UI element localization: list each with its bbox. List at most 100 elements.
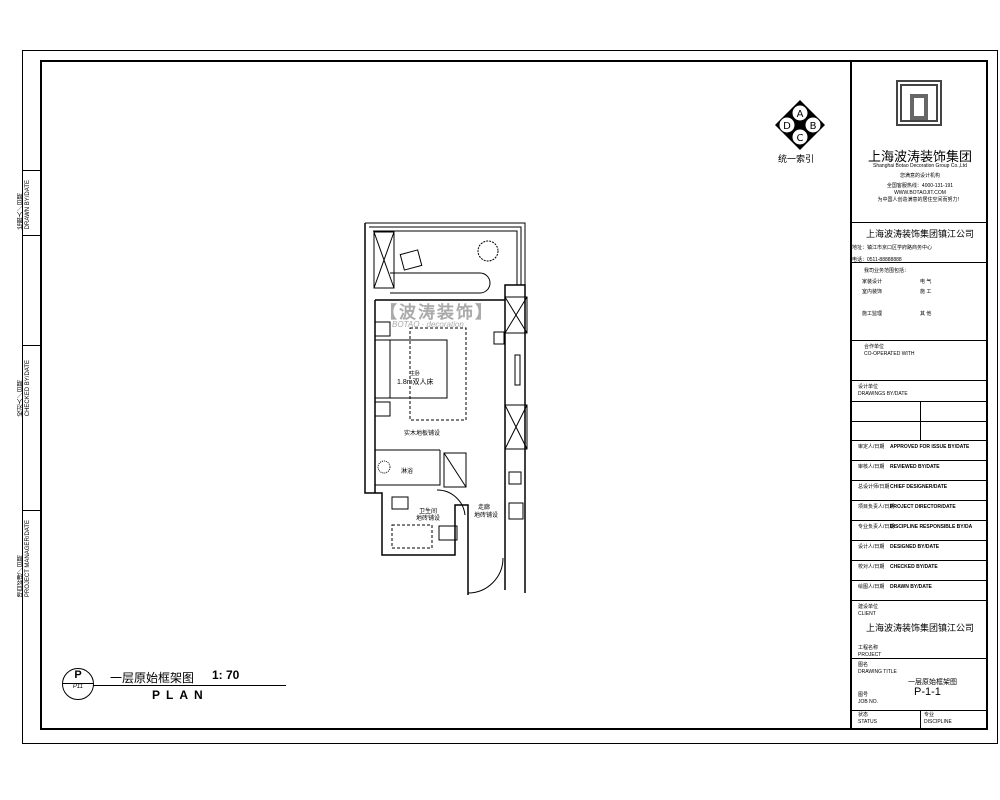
signature-row: 设计人/日期 DESIGNED BY/DATE (852, 540, 988, 560)
drawing-title-en: PLAN (152, 688, 209, 702)
project-manager-cn: 项目经理／日期 (18, 555, 24, 598)
left-strip-line (22, 510, 40, 511)
hotline: 全国客服热线：4000-131-191 (886, 183, 954, 189)
title-underline (93, 685, 286, 686)
sink-icon (508, 502, 524, 520)
signature-en: PROJECT DIRECTOR/DATE (890, 504, 956, 510)
drawing-symbol-letter: P (74, 669, 82, 681)
drawing-title-block: 图名 DRAWING TITLE 一层原始框架图 图号 JOB NO. P-1-… (852, 658, 988, 710)
index-label: 统一索引 (778, 154, 815, 164)
status-cn: 状态 (858, 712, 869, 718)
drawing-title-en-label: DRAWING TITLE (858, 669, 897, 675)
drawing-title-value: 一层原始框架图 (908, 679, 957, 686)
signature-en: CHECKED BY/DATE (890, 564, 938, 570)
plant-icon (477, 240, 499, 262)
checked-by-en: CHECKED BY/DATE (25, 360, 31, 417)
company-logo (896, 80, 942, 126)
project-manager-en: PROJECT MANAGER/DATE (25, 520, 31, 598)
service-field: 室内装饰 (862, 289, 883, 295)
co-operated-en: CO-OPERATED WITH (864, 351, 915, 357)
left-strip-line (22, 345, 40, 346)
title-block-divider (850, 60, 852, 730)
signature-cn: 审定人/日期 (858, 444, 885, 450)
company-name-en: Shanghai Botao Decoration Group Co.,Ltd (873, 163, 967, 169)
status-en: STATUS (858, 719, 877, 725)
bed-size-label: 1.8m双人床 (397, 379, 434, 386)
toilet-icon (391, 496, 409, 510)
chair-icon (399, 249, 423, 271)
branch-block: 上海波涛装饰集团镇江公司 地址：镇江市京口区学府路商务中心 电话：0511-88… (852, 222, 988, 263)
desk (390, 272, 491, 294)
signature-en: DISCIPLINE RESPONSIBLE BY/DA (890, 524, 973, 530)
outer-frame (22, 50, 998, 744)
service-field: 其 他 (920, 311, 932, 317)
signature-en: REVIEWED BY/DATE (890, 464, 940, 470)
watermark: 【波涛装饰】 (380, 303, 494, 322)
signature-cn: 设计人/日期 (858, 544, 885, 550)
discipline-en: DISCIPLINE (924, 719, 952, 725)
corridor-floor-label: 地砖铺设 (474, 513, 499, 519)
bath-label: 卫生间 (419, 509, 438, 515)
company-name: 上海波涛装饰集团 (867, 149, 972, 164)
rug-outline (409, 327, 467, 421)
bathroom (375, 449, 467, 549)
tagline: 为中国人创造满意的居住空间而努力！ (877, 197, 963, 203)
co-operated-block: 合作单位 CO-OPERATED WITH (852, 340, 988, 380)
project-cn: 工程名称 (858, 645, 879, 651)
balcony-cabinet (373, 231, 395, 289)
drawing-symbol-sub: P11 (72, 684, 84, 690)
service-field: 家装设计 (862, 279, 883, 285)
index-circle-a (791, 104, 809, 122)
client-en: CLIENT (858, 611, 876, 617)
project-block: 工程名称 PROJECT (852, 645, 988, 658)
signature-en: DESIGNED BY/DATE (890, 544, 940, 550)
signature-cn: 绘图人/日期 (858, 584, 885, 590)
drawing-title-cn: 一层原始框架图 (110, 671, 195, 685)
checked-by-cn: 校对人／日期 (18, 380, 24, 417)
drawing-scale: 1: 70 (212, 668, 240, 682)
branch-name: 上海波涛装饰集团镇江公司 (865, 229, 974, 239)
co-operated-cn: 合作单位 (864, 344, 885, 350)
bed-pillows (374, 339, 391, 399)
signature-cn: 专业负责人/日期 (858, 524, 895, 530)
inner-frame (40, 60, 988, 730)
bed-label: 主卧 (410, 371, 421, 377)
index-letter-d: D (783, 121, 791, 132)
index-letter-b: B (810, 121, 817, 132)
signature-en: DRAWN BY/DATE (890, 584, 932, 590)
tv-icon (514, 354, 521, 386)
corridor-label: 走廊 (478, 505, 491, 511)
drawing-title-cn-label: 图名 (858, 662, 869, 668)
entrance-door (467, 555, 504, 594)
job-no-cn: 图号 (858, 692, 869, 698)
bathtub-outline (391, 524, 433, 549)
wall-unit (493, 331, 505, 345)
service-field: 施 工 (920, 289, 932, 295)
signature-cn: 项目负责人/日期 (858, 504, 895, 510)
job-no-value: P-1-1 (914, 686, 941, 698)
signature-row: 校对人/日期 CHECKED BY/DATE (852, 560, 988, 580)
drawn-by-en: DRAWN BY/DATE (25, 180, 31, 230)
service-field: 施工监理 (862, 311, 883, 317)
signature-cn: 总设计师/日期 (858, 484, 890, 490)
stove-icon (508, 471, 522, 485)
branch-phone: 电话：0511-88888888 (852, 257, 902, 263)
bed-icon (374, 339, 448, 399)
job-no-en: JOB NO. (858, 699, 879, 705)
door-swing (436, 489, 466, 516)
index-circle-d (778, 116, 796, 134)
nightstand-icon (374, 401, 391, 417)
corridor-cabinets (493, 296, 528, 520)
client-block: 建设单位 CLIENT 上海波涛装饰集团镇江公司 (852, 600, 988, 645)
floor-main-label: 实木地板铺设 (404, 431, 441, 437)
signature-cn: 校对人/日期 (858, 564, 885, 570)
signature-cn: 审核人/日期 (858, 464, 885, 470)
drawings-by-en: DRAWINGS BY/DATE (858, 391, 908, 397)
index-diamond (775, 100, 825, 150)
index-circle-c (791, 128, 809, 146)
discipline-cn: 专业 (924, 712, 935, 718)
